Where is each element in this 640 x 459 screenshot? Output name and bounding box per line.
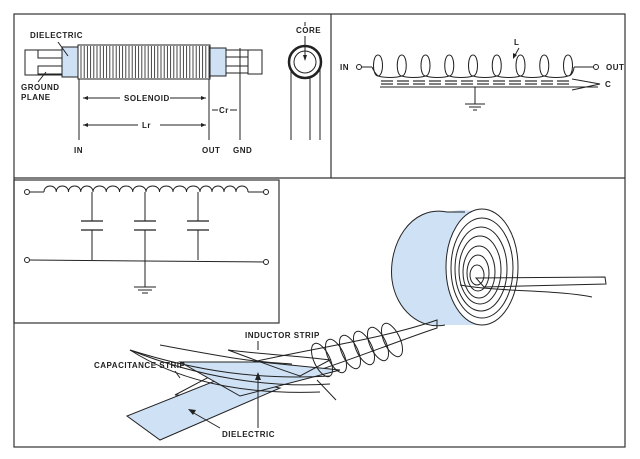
rolled-panel: INDUCTOR STRIP CAPACITANCE STRIP DIELECT… xyxy=(94,208,607,441)
winding-loop xyxy=(380,322,404,358)
label-capacitance-strip: CAPACITANCE STRIP xyxy=(94,361,185,370)
label-lr: Lr xyxy=(142,121,151,130)
winding-lead xyxy=(316,379,337,401)
label-out: OUT xyxy=(202,146,220,155)
label-l: L xyxy=(514,38,519,47)
in-terminal xyxy=(356,64,362,70)
ladder-inductors xyxy=(30,185,264,193)
roll-layer xyxy=(454,226,508,312)
ladder-panel xyxy=(24,185,269,294)
ladder-terminal-out-bottom xyxy=(263,259,269,265)
out-terminal xyxy=(593,64,599,70)
winding-loop xyxy=(352,330,376,366)
ladder-terminal-out-top xyxy=(263,189,269,195)
roll-layer xyxy=(450,217,514,319)
ladder-ground-rail xyxy=(28,259,265,263)
dielectric-arrow xyxy=(191,411,221,429)
label-ground: GROUND xyxy=(21,83,60,92)
label-in: IN xyxy=(74,146,83,155)
ladder-capacitors xyxy=(81,192,209,260)
schematic-panel: IN OUT L C xyxy=(340,38,624,111)
label-inductor-strip: INDUCTOR STRIP xyxy=(245,331,320,340)
label-plane: PLANE xyxy=(21,93,51,102)
dielectric-right xyxy=(209,47,227,77)
inductor-strip xyxy=(227,349,332,377)
ladder-terminal-in-top xyxy=(24,189,30,195)
roll-layer xyxy=(462,245,496,299)
winding-loop xyxy=(310,342,334,378)
winding-loop xyxy=(324,338,348,374)
solenoid-panel: DIELECTRIC GROUND PLANE SOLENOID Lr Cr I… xyxy=(21,22,323,155)
coil-turns xyxy=(80,46,210,78)
roll-layer xyxy=(458,235,502,305)
winding-loop xyxy=(338,334,362,370)
label-c: C xyxy=(605,80,611,89)
roll-core xyxy=(469,264,485,286)
label-gnd: GND xyxy=(233,146,252,155)
core-cross-section: CORE xyxy=(287,22,323,140)
ground-plane-left xyxy=(24,49,66,76)
ladder-terminal-in-bottom xyxy=(24,257,30,263)
label-cr: Cr xyxy=(219,106,229,115)
label-dielectric: DIELECTRIC xyxy=(30,31,83,40)
strip-winding-loops xyxy=(310,322,404,378)
winding-loop xyxy=(366,326,390,362)
label-dielectric: DIELECTRIC xyxy=(222,430,275,439)
label-c-arrows xyxy=(571,78,601,91)
roll-exit-strip xyxy=(474,276,607,288)
label-core: CORE xyxy=(296,26,321,35)
label-out: OUT xyxy=(606,63,624,72)
ladder-inset-frame xyxy=(13,179,280,324)
roll-layer xyxy=(466,254,490,292)
label-in: IN xyxy=(340,63,349,72)
roll-spiral-layers xyxy=(445,208,519,326)
inductor-coil-l xyxy=(371,54,575,78)
label-solenoid: SOLENOID xyxy=(124,94,170,103)
main-strip xyxy=(174,319,438,397)
